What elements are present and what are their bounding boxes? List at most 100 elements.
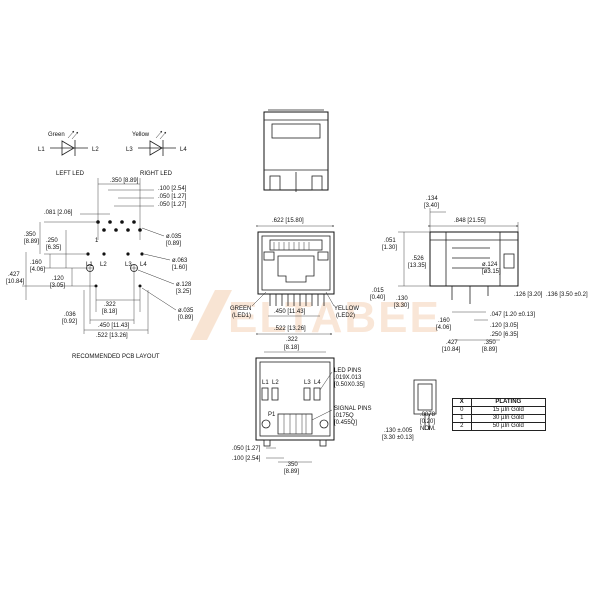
side-dim: .848 [21.55] — [454, 218, 486, 224]
table-row: 0 15 µIn Gold — [452, 406, 547, 415]
bottom-dim: [8.18] — [284, 345, 299, 351]
side-dim: .134 — [426, 196, 438, 202]
plating-value: 15 µIn Gold — [470, 406, 547, 415]
pcb-dim: ø.035 — [166, 234, 182, 240]
side-dim: .160 — [438, 318, 450, 324]
pin-detail-dim: .130 ±.005 — [384, 428, 413, 434]
front-led-yellow-label: YELLOW — [334, 306, 359, 312]
bottom-led-pins-size: .019X.013 — [334, 375, 362, 381]
pcb-dim: [6.35] — [46, 245, 61, 251]
plating-x: 1 — [452, 414, 472, 423]
bottom-view: .522 [13.26] .322 [8.18] L1 L2 L3 L4 P1 … — [232, 326, 371, 475]
side-dim: .427 — [446, 340, 458, 346]
side-dim: .126 [3.20] — [514, 292, 543, 298]
side-view: .134 [3.40] .848 [21.55] .051 [1.30] .52… — [370, 196, 588, 353]
pcb-dim: [8.18] — [102, 309, 117, 315]
side-dim: [1.30] — [382, 245, 397, 251]
pcb-dim: .427 — [8, 272, 20, 278]
pcb-dim: [0.92] — [62, 319, 77, 325]
bottom-pin1-label: P1 — [268, 412, 276, 418]
side-dim: [8.89] — [482, 347, 497, 353]
led-right-pin-b: L4 — [180, 147, 187, 153]
pcb-pin-label: L2 — [100, 262, 107, 268]
bottom-dim: .050 [1.27] — [232, 446, 261, 452]
bottom-dim: .522 [13.26] — [274, 326, 306, 332]
front-contacts — [273, 242, 310, 250]
pin-detail: .130 ±.005 [3.30 ±0.13] .0078 [0.20] NOM… — [382, 379, 437, 441]
pcb-dim: [4.06] — [30, 267, 45, 273]
pcb-dim: .322 — [104, 302, 116, 308]
pcb-pin-label: 1 — [95, 238, 99, 244]
pcb-dim: .081 [2.06] — [44, 210, 73, 216]
pin-detail-dim: .0078 — [420, 412, 436, 418]
table-row: 1 30 µIn Gold — [452, 414, 547, 423]
side-dim: .526 — [412, 256, 424, 262]
front-dim: .622 [15.80] — [272, 218, 304, 224]
plating-header-x: X — [452, 398, 472, 407]
pcb-dim: .522 [13.26] — [96, 333, 128, 339]
side-dim: [3.40] — [424, 203, 439, 209]
pcb-dim: .350 [8.89] — [110, 178, 139, 184]
plating-header-plating: PLATING — [470, 398, 547, 407]
side-dim: .047 [1.20 ±0.13] — [490, 312, 535, 318]
bottom-led-pins-mm: [0.50X0.35] — [334, 382, 365, 388]
front-dim: .450 [11.43] — [274, 309, 306, 315]
side-dim: .350 — [484, 340, 496, 346]
led-left-color: Green — [48, 132, 65, 138]
side-dim: [0.40] — [370, 295, 385, 301]
pcb-dim: .350 — [24, 232, 36, 238]
front-led-green-label: GREEN — [230, 306, 251, 312]
plating-x: 0 — [452, 406, 472, 415]
bottom-dim: .322 — [286, 337, 298, 343]
bottom-dim: .350 — [286, 462, 298, 468]
bottom-signal-pins-size: .0175Q — [334, 413, 354, 419]
pcb-dim: .250 — [46, 238, 58, 244]
bottom-pin-label: L3 — [304, 380, 311, 386]
pcb-signal-holes — [96, 220, 142, 232]
pin-detail-dim: [3.30 ±0.13] — [382, 435, 414, 441]
side-dim: .015 — [372, 288, 384, 294]
pcb-dim: ø.128 — [176, 282, 192, 288]
pcb-dim: .036 — [64, 312, 76, 318]
side-dim: [ø3.15] — [482, 269, 501, 275]
plating-header-row: X PLATING — [452, 398, 547, 407]
table-row: 2 50 µIn Gold — [452, 422, 547, 431]
plating-value: 30 µIn Gold — [470, 414, 547, 423]
pcb-dim: .050 [1.27] — [158, 202, 187, 208]
pcb-dim: [10.84] — [6, 279, 25, 285]
led-symbol-left: Green L1 L2 LEFT LED — [38, 130, 99, 177]
pcb-dim: [8.89] — [24, 239, 39, 245]
pcb-dim: ø.063 — [172, 258, 188, 264]
front-led1-label: (LED1) — [232, 313, 251, 319]
led-right-pin-a: L3 — [126, 147, 133, 153]
side-dim: .250 [6.35] — [490, 332, 519, 338]
bottom-pin-label: L4 — [314, 380, 321, 386]
top-view — [263, 109, 329, 192]
side-dim: [4.06] — [436, 325, 451, 331]
plating-table: X PLATING 0 15 µIn Gold 1 30 µIn Gold 2 … — [452, 398, 547, 431]
side-dim: [3.30] — [394, 303, 409, 309]
pcb-pin-label: L1 — [86, 262, 93, 268]
led-left-pin-b: L2 — [92, 147, 99, 153]
side-dim: .130 — [396, 296, 408, 302]
pcb-caption: RECOMMENDED PCB LAYOUT — [72, 354, 160, 360]
pcb-dim: [0.89] — [166, 241, 181, 247]
front-view: .622 [15.80] GREEN (LED1) YELLOW (LED2) … — [230, 218, 359, 319]
side-dim: ø.124 — [482, 262, 498, 268]
pcb-dim: .100 [2.54] — [158, 186, 187, 192]
bottom-dim: [8.89] — [284, 469, 299, 475]
pcb-dim: [1.60] — [172, 265, 187, 271]
pcb-dim: .450 [11.43] — [98, 323, 130, 329]
pcb-dim: ø.035 — [178, 308, 194, 314]
plating-x: 2 — [452, 422, 472, 431]
pcb-dim: [3.25] — [176, 289, 191, 295]
bottom-led-pins-label: LED PINS — [334, 368, 361, 374]
pcb-dim: .050 [1.27] — [158, 194, 187, 200]
pin-detail-dim: [0.20] — [420, 419, 435, 425]
pcb-dim: .160 — [30, 260, 42, 266]
led-left-caption: LEFT LED — [56, 171, 85, 177]
pcb-pin-label: L4 — [140, 262, 147, 268]
bottom-pin-label: L2 — [272, 380, 279, 386]
pcb-pin-label: L3 — [125, 262, 132, 268]
